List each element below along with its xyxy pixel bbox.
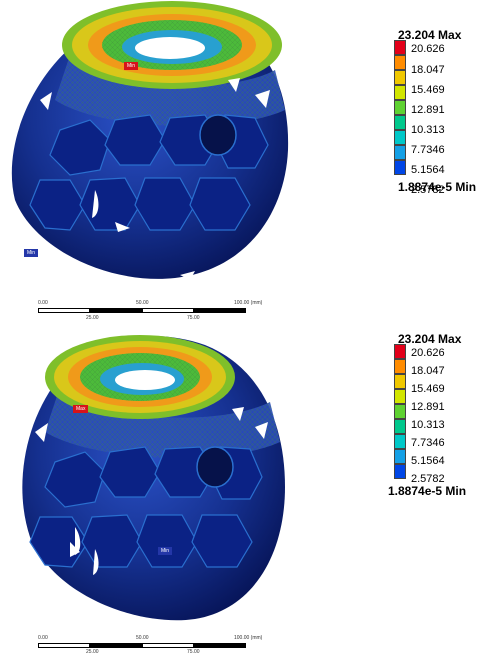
scale-tick: 50.00	[136, 300, 149, 306]
legend-swatch	[394, 55, 406, 70]
legend-max-label: 23.204 Max	[398, 332, 462, 346]
scale-tick: 0.00	[38, 300, 48, 306]
legend-value: 12.891	[411, 401, 445, 413]
legend-swatch	[394, 389, 406, 404]
color-legend: 23.204 Max 20.626 18.047 15.469 12.891 1…	[394, 332, 502, 502]
legend-value: 5.1564	[411, 164, 445, 176]
top-opening	[135, 37, 205, 59]
side-port	[196, 446, 234, 488]
legend-swatch	[394, 449, 406, 464]
legend-swatch	[394, 359, 406, 374]
max-marker: Max	[73, 405, 89, 413]
openings	[40, 78, 270, 280]
legend-swatch	[394, 404, 406, 419]
legend-swatch	[394, 434, 406, 449]
legend-value: 15.469	[411, 383, 445, 395]
stress-plot-bottom: Max Min 23.204 Max 20.626 18.047 15.469 …	[0, 327, 504, 655]
legend-swatch	[394, 145, 406, 160]
legend-value: 7.7346	[411, 437, 445, 449]
legend-swatch	[394, 100, 406, 115]
legend-value: 10.313	[411, 124, 445, 136]
legend-swatch	[394, 464, 406, 479]
fea-model-view	[22, 335, 285, 632]
legend-swatch	[394, 40, 406, 55]
legend-value: 7.7346	[411, 144, 445, 156]
legend-value: 12.891	[411, 104, 445, 116]
legend-swatch	[394, 344, 406, 359]
scale-tick: 25.00	[86, 649, 99, 655]
legend-value: 20.626	[411, 347, 445, 359]
scale-bar: 0.00 50.00 100.00 (mm) 25.00 75.00	[38, 298, 262, 328]
scale-segment	[194, 643, 246, 648]
scale-tick: 50.00	[136, 635, 149, 641]
legend-swatch	[394, 160, 406, 175]
scale-tick: 100.00 (mm)	[234, 300, 263, 306]
scale-tick: 25.00	[86, 315, 99, 321]
legend-min-label: 1.8874e-5 Min	[398, 180, 477, 194]
scale-bar: 0.00 50.00 100.00 (mm) 25.00 75.00	[38, 633, 262, 663]
min-marker: Min	[24, 249, 39, 257]
legend-swatch	[394, 85, 406, 100]
openings	[35, 407, 268, 632]
legend-value: 10.313	[411, 419, 445, 431]
scale-segment	[38, 308, 90, 313]
scale-tick: 75.00	[187, 315, 200, 321]
scale-tick: 75.00	[187, 649, 200, 655]
legend-value: 15.469	[411, 84, 445, 96]
max-marker: Min	[124, 62, 139, 70]
legend-min-label: 1.8874e-5 Min	[388, 484, 467, 498]
top-opening	[115, 370, 175, 390]
legend-value: 2.5782	[411, 473, 445, 485]
scale-segment	[38, 643, 90, 648]
hex-cells	[29, 446, 263, 568]
legend-max-label: 23.204 Max	[398, 28, 462, 42]
min-marker: Min	[158, 547, 173, 555]
legend-value: 2.5782	[411, 184, 445, 196]
legend-value: 5.1564	[411, 455, 445, 467]
legend-swatch	[394, 115, 406, 130]
legend-value: 20.626	[411, 43, 445, 55]
legend-swatch	[394, 130, 406, 145]
scale-tick: 0.00	[38, 635, 48, 641]
stress-plot-top: Min Min 23.204 Max 20.626 18.047 15.469 …	[0, 0, 504, 327]
scale-segment	[194, 308, 246, 313]
scale-segment	[142, 308, 194, 313]
legend-swatch	[394, 70, 406, 85]
scale-segment	[90, 643, 142, 648]
fea-model-view	[11, 1, 289, 280]
color-legend: 23.204 Max 20.626 18.047 15.469 12.891 1…	[394, 28, 502, 198]
legend-swatch	[394, 419, 406, 434]
legend-value: 18.047	[411, 64, 445, 76]
scale-segment	[90, 308, 142, 313]
side-port	[199, 114, 237, 156]
legend-value: 18.047	[411, 365, 445, 377]
scale-segment	[142, 643, 194, 648]
scale-tick: 100.00 (mm)	[234, 635, 263, 641]
legend-swatch	[394, 374, 406, 389]
